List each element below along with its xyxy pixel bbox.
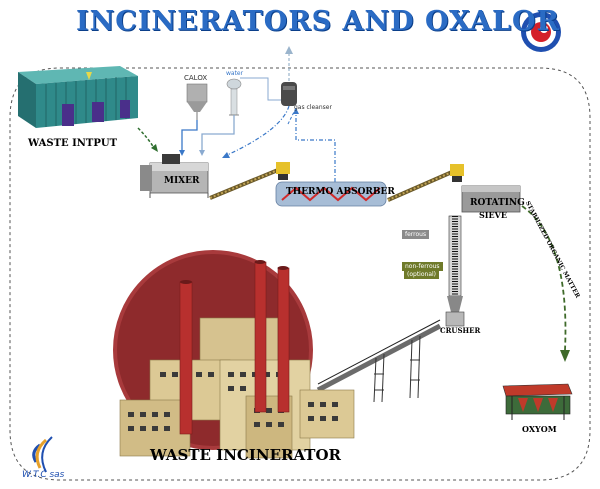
logo-circle-icon [521, 12, 561, 52]
oxyom-label: OXYOM [522, 424, 557, 434]
process-boundary [9, 67, 591, 481]
crusher-label: CRUSHER [440, 326, 481, 335]
conveyor-2 [387, 164, 464, 202]
waste-input-label: WASTE INTPUT [28, 138, 118, 149]
non-ferrous-tag: non-ferrous [402, 262, 443, 271]
page-title: INCINERATORS AND OXALOR [76, 6, 560, 37]
company-name: W.T.C sas [22, 470, 65, 480]
water-tower [226, 78, 242, 116]
rotating-sieve-label-2: SIEVE [479, 210, 507, 220]
gas-cleanser-label: gas cleanser [294, 104, 332, 111]
conveyor-3 [316, 319, 442, 403]
conveyor-1 [209, 162, 290, 200]
organic-matter-flow [521, 205, 567, 351]
waste-incinerator-label: WASTE INCINERATOR [150, 446, 341, 464]
oxyom-unit [502, 383, 573, 420]
rotating-sieve-label-1: ROTATING [470, 198, 525, 208]
thermo-absorber-label: THERMO ABSORBER [286, 187, 395, 197]
ferrous-tag: ferrous [402, 230, 430, 239]
mixer-machine [140, 154, 209, 198]
wtc-logo-icon [32, 436, 53, 473]
waste-input-building [18, 66, 138, 128]
waste-incinerator-plant [113, 250, 355, 459]
water-label: water [226, 70, 244, 77]
calox-silo [186, 83, 208, 120]
thermo-absorber-unit [275, 181, 387, 207]
crusher [445, 311, 465, 327]
gas-cleanser [281, 82, 297, 106]
calox-label: CALOX [184, 74, 208, 82]
rotating-sieve [461, 185, 521, 213]
non-ferrous-optional-tag: (optional) [404, 270, 439, 279]
vertical-elevator [447, 215, 463, 312]
mixer-label: MIXER [164, 176, 200, 186]
